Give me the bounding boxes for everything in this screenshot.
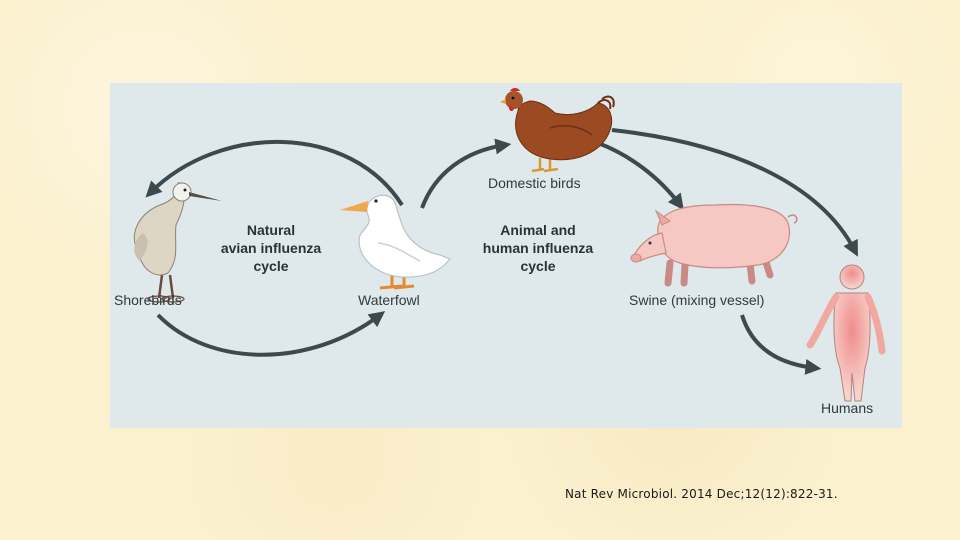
human-illustration	[806, 264, 886, 402]
citation-text: Nat Rev Microbiol. 2014 Dec;12(12):822-3…	[565, 487, 838, 501]
animal-human-cycle-line-1: Animal and	[500, 222, 575, 238]
label-swine: Swine (mixing vessel)	[629, 292, 764, 308]
arrow-swine-to-humans	[740, 314, 822, 375]
arrow-domestic-birds-to-swine	[597, 141, 684, 211]
swine-illustration	[630, 203, 798, 287]
natural-cycle-line-1: Natural	[247, 222, 295, 238]
arrow-shorebirds-to-waterfowl	[156, 311, 386, 357]
influenza-cycle-diagram: Shorebirds Waterfowl Domestic birds Swin…	[110, 83, 902, 428]
animal-human-cycle-label: Animal and human influenza cycle	[483, 222, 594, 274]
label-waterfowl: Waterfowl	[358, 292, 420, 308]
shorebird-illustration	[133, 182, 222, 303]
natural-cycle-line-2: avian influenza	[221, 240, 322, 256]
diagram-canvas: Shorebirds Waterfowl Domestic birds Swin…	[114, 88, 886, 416]
arrow-waterfowl-to-domestic-birds	[420, 138, 512, 209]
arrow-domestic-birds-to-humans	[611, 128, 858, 257]
label-humans: Humans	[821, 400, 873, 416]
domestic-bird-illustration	[500, 88, 615, 173]
label-domestic-birds: Domestic birds	[488, 175, 581, 191]
natural-cycle-label: Natural avian influenza cycle	[221, 222, 322, 274]
label-shorebirds: Shorebirds	[114, 292, 182, 308]
animal-human-cycle-line-2: human influenza	[483, 240, 594, 256]
natural-cycle-line-3: cycle	[253, 258, 288, 274]
arrow-waterfowl-to-shorebirds	[145, 139, 404, 207]
waterfowl-illustration	[340, 194, 451, 290]
animal-human-cycle-line-3: cycle	[520, 258, 555, 274]
